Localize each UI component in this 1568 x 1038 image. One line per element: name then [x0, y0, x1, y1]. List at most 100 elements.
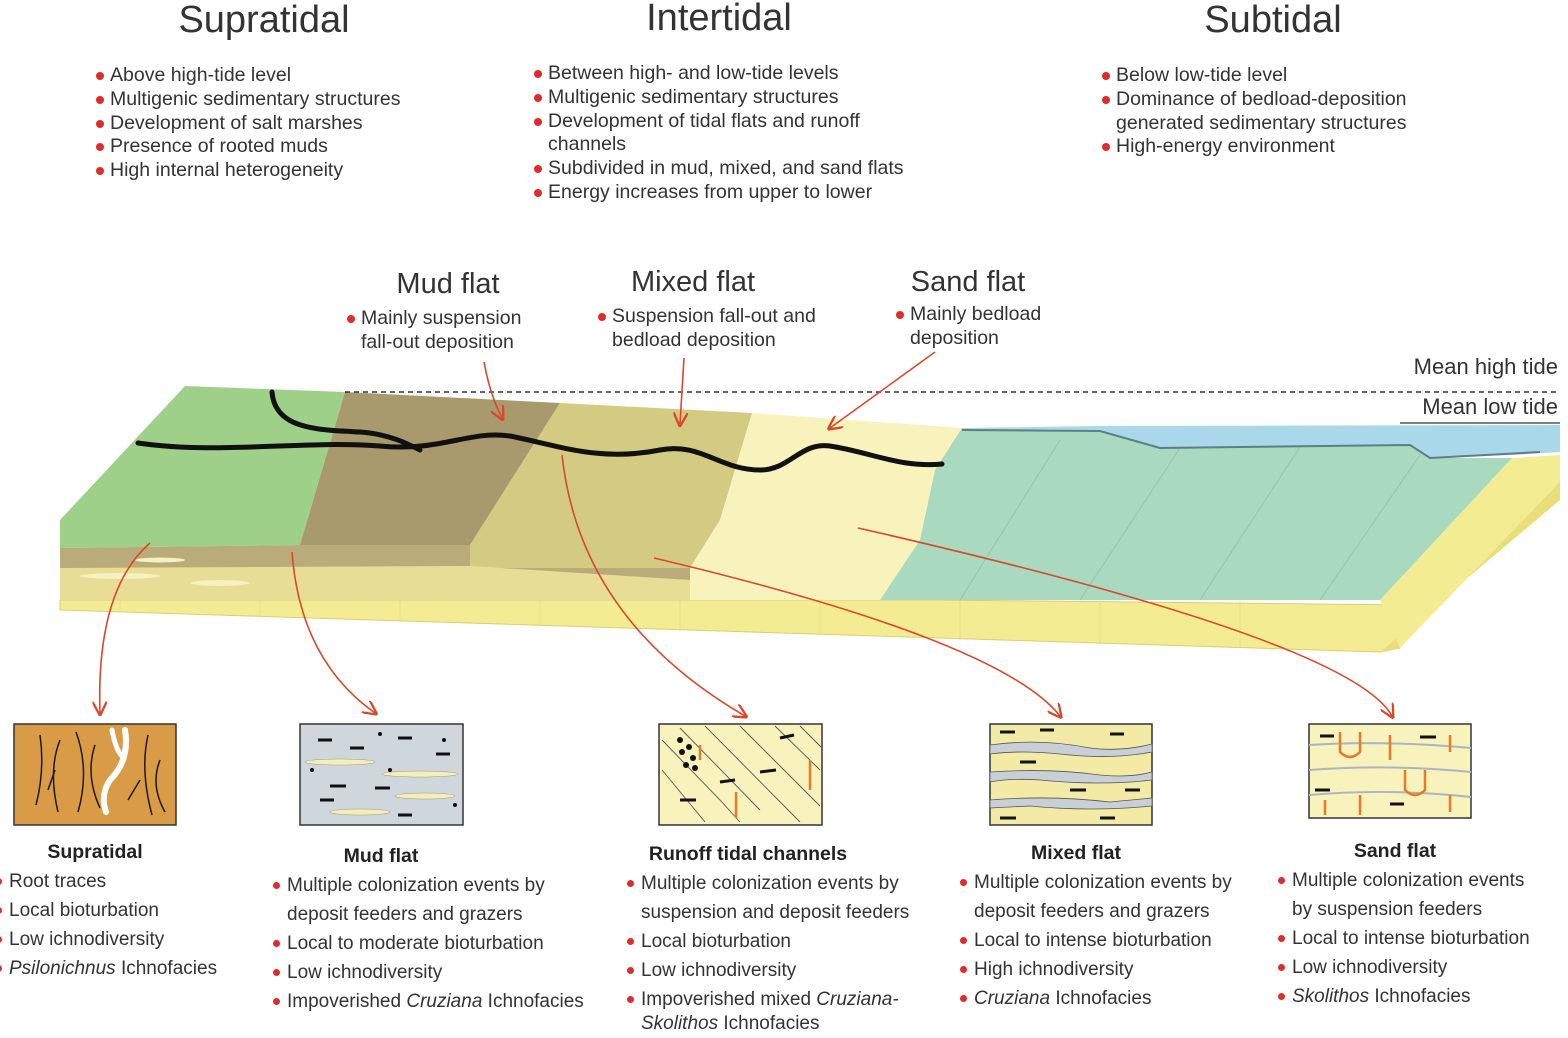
list-item-continued: by suspension feeders	[1292, 899, 1483, 920]
bullet-item: Subdivided in mud, mixed, and sand flats	[531, 157, 911, 181]
list-item: Local to moderate bioturbation	[270, 929, 584, 958]
subtidal-surface	[880, 428, 1512, 600]
subtidal-grid	[959, 439, 1421, 601]
list-item: Multiple colonization events by	[957, 868, 1232, 897]
facies-name: Cruziana	[406, 991, 483, 1012]
supratidal-box-list: Root traces Local bioturbation Low ichno…	[0, 867, 217, 983]
sand-flat-box-list: Multiple colonization events by suspensi…	[1275, 866, 1530, 1011]
list-item: Low ichnodiversity	[0, 925, 217, 954]
list-item: Multiple colonization events	[1275, 866, 1530, 895]
list-item: Multiple colonization events by	[270, 871, 584, 900]
bullet-item: Energy increases from upper to lower	[531, 181, 911, 205]
sand-flat-title: Sand flat	[910, 266, 1026, 298]
mixed-flat-core-thumbnail	[989, 723, 1153, 826]
list-item: Local bioturbation	[624, 927, 909, 956]
supratidal-bullet-list: Above high-tide level Multigenic sedimen…	[93, 64, 453, 183]
facies-name: Cruziana	[974, 988, 1051, 1009]
sand-flat-core-thumbnail	[1308, 723, 1472, 819]
supratidal-surface	[60, 386, 345, 548]
mud-box-arrow	[291, 551, 375, 713]
facies-prefix: Impoverished mixed	[641, 989, 817, 1010]
list-item: Local to intense bioturbation	[957, 926, 1232, 955]
mean-high-tide-label: Mean high tide	[1413, 354, 1558, 379]
bullet-item: Multigenic sedimentary structures	[531, 86, 911, 110]
subtidal-title: Subtidal	[1204, 0, 1342, 41]
base-grid-lines	[119, 600, 1241, 648]
facies-name: Psilonichnus	[9, 958, 116, 979]
mud-flat-box-title: Mud flat	[343, 845, 419, 867]
mean-low-tide-label: Mean low tide	[1422, 394, 1558, 419]
list-item: Psilonichnus Ichnofacies	[0, 954, 217, 983]
bullet-item: High-energy environment	[1099, 135, 1434, 159]
intertidal-bullet-list: Between high- and low-tide levels Multig…	[531, 62, 911, 205]
list-item: Low ichnodiversity	[270, 958, 584, 987]
facies-prefix: Impoverished	[287, 991, 407, 1012]
intertidal-title: Intertidal	[646, 0, 792, 39]
facies-suffix: Ichnofacies	[718, 1013, 820, 1034]
mixed-box-arrow	[653, 557, 1060, 716]
front-lenses	[80, 557, 250, 586]
supratidal-box-title: Supratidal	[47, 841, 143, 863]
subtidal-bullet-list: Below low-tide level Dominance of bedloa…	[1099, 64, 1434, 159]
runoff-channel-branch	[269, 389, 423, 453]
facies-name: Cruziana-	[816, 989, 899, 1010]
sand-flat-box-title: Sand flat	[1353, 840, 1437, 862]
mixed-flat-box-list: Multiple colonization events by deposit …	[957, 868, 1232, 1013]
list-item: High ichnodiversity	[957, 955, 1232, 984]
mud-flat-arrow	[483, 361, 502, 418]
list-item-continued: suspension and deposit feeders	[641, 902, 910, 923]
mixed-flat-arrow	[680, 357, 684, 424]
sand-base-front	[59, 599, 1411, 653]
channel-box-arrow	[561, 454, 745, 716]
list-item: Low ichnodiversity	[624, 956, 909, 985]
bullet-item: Presence of rooted muds	[93, 135, 453, 159]
supratidal-box-arrow	[100, 542, 151, 713]
mud-flat-core-thumbnail	[299, 723, 464, 826]
channels-box-list: Multiple colonization events by suspensi…	[624, 869, 909, 1038]
list-item-continued: deposit feeders and grazers	[974, 901, 1210, 922]
bullet-item: High internal heterogeneity	[93, 159, 453, 183]
bullet-item: Between high- and low-tide levels	[531, 62, 911, 86]
list-item-continued: deposit feeders and grazers	[287, 904, 523, 925]
list-item: Impoverished mixed Cruziana-	[624, 985, 909, 1014]
mixed-flat-title: Mixed flat	[630, 266, 756, 298]
list-item: Local to intense bioturbation	[1275, 924, 1530, 953]
list-item: Multiple colonization events by	[624, 869, 909, 898]
front-strata-light	[60, 566, 690, 600]
bullet-item: Mainly bedload deposition	[893, 303, 1063, 351]
bullet-item: Suspension fall-out and bedload depositi…	[595, 305, 830, 353]
mud-flat-note: Mainly suspension fall-out deposition	[344, 307, 544, 355]
bullet-item: Dominance of bedload-deposition generate…	[1099, 88, 1434, 136]
channels-box-title: Runoff tidal channels	[648, 843, 848, 865]
supratidal-core-thumbnail	[13, 723, 177, 826]
water-edge	[961, 429, 1541, 460]
bullet-item: Mainly suspension fall-out deposition	[344, 307, 544, 355]
supratidal-title: Supratidal	[178, 0, 350, 41]
list-item: Local bioturbation	[0, 896, 217, 925]
sand-right-top	[1380, 455, 1560, 648]
facies-suffix: Ichnofacies	[482, 991, 584, 1012]
facies-name: Skolithos	[1292, 986, 1370, 1007]
runoff-channel-main	[135, 432, 945, 473]
sand-flat-note: Mainly bedload deposition	[893, 303, 1063, 351]
list-item: Low ichnodiversity	[1275, 953, 1530, 982]
list-item: Cruziana Ichnofacies	[957, 984, 1232, 1013]
bullet-item: Below low-tide level	[1099, 64, 1434, 88]
sand-flat-arrow	[830, 351, 936, 428]
list-item: Root traces	[0, 867, 217, 896]
mud-flat-title: Mud flat	[396, 268, 500, 300]
facies-suffix: Ichnofacies	[1050, 988, 1152, 1009]
list-item: Skolithos Ichnofacies	[1275, 982, 1530, 1011]
facies-name-2: Skolithos	[641, 1013, 719, 1034]
facies-suffix: Ichnofacies	[115, 958, 218, 979]
mud-flat-box-list: Multiple colonization events by deposit …	[270, 871, 584, 1016]
bullet-item: Above high-tide level	[93, 64, 453, 88]
bullet-item: Multigenic sedimentary structures	[93, 88, 453, 112]
facies-suffix: Ichnofacies	[1369, 986, 1471, 1007]
list-item: Impoverished Cruziana Ichnofacies	[270, 987, 584, 1016]
mixed-flat-box-title: Mixed flat	[1031, 842, 1121, 864]
mixed-flat-note: Suspension fall-out and bedload depositi…	[595, 305, 830, 353]
runoff-channels-core-thumbnail	[658, 723, 823, 826]
bullet-item: Development of salt marshes	[93, 112, 453, 136]
